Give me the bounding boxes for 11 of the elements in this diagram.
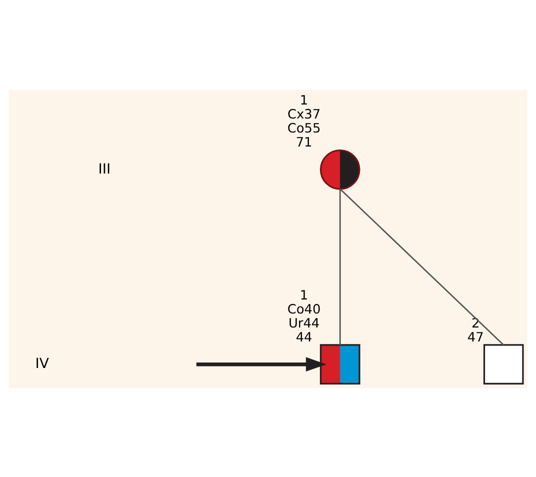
label: III bbox=[98, 160, 111, 177]
node-label: 71 bbox=[296, 135, 312, 150]
node-label: Co40 bbox=[287, 302, 321, 317]
label: IV bbox=[35, 355, 49, 372]
node-label: 47 bbox=[467, 330, 484, 345]
node-label: Co55 bbox=[287, 121, 321, 136]
node-label: Cx37 bbox=[288, 107, 321, 122]
node-label: 1 bbox=[300, 288, 308, 303]
node-label: 1 bbox=[300, 93, 308, 108]
node-label: 44 bbox=[296, 330, 312, 345]
node-label: Ur44 bbox=[288, 316, 320, 331]
